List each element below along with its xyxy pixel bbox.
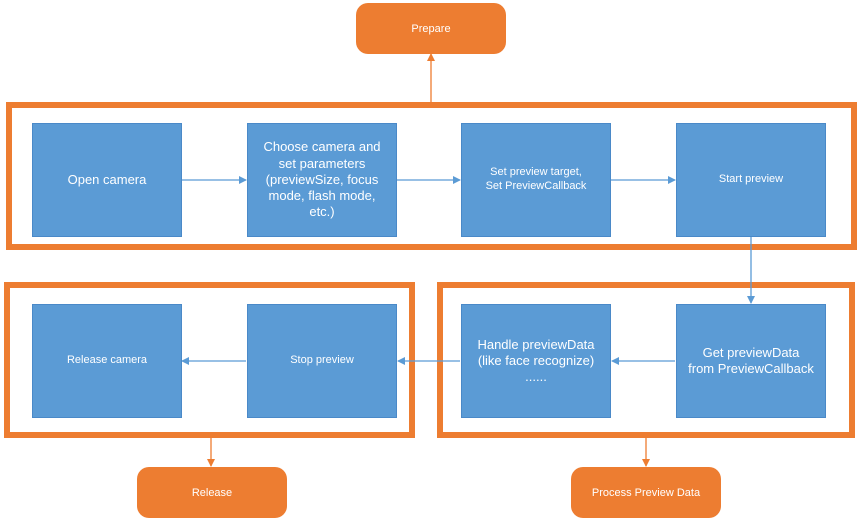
get-preview-data-step: Get previewData from PreviewCallback — [676, 304, 826, 418]
prepare-stage: Prepare — [356, 3, 506, 54]
prepare-group-frame — [6, 102, 857, 250]
process-preview-data-stage: Process Preview Data — [571, 467, 721, 518]
process-group-frame — [437, 282, 855, 438]
release-camera-step: Release camera — [32, 304, 182, 418]
set-preview-target-step: Set preview target, Set PreviewCallback — [461, 123, 611, 237]
handle-preview-data-step: Handle previewData (like face recognize)… — [461, 304, 611, 418]
start-preview-step: Start preview — [676, 123, 826, 237]
release-stage: Release — [137, 467, 287, 518]
release-group-frame — [4, 282, 415, 438]
open-camera-step: Open camera — [32, 123, 182, 237]
stop-preview-step: Stop preview — [247, 304, 397, 418]
choose-camera-step: Choose camera and set parameters (previe… — [247, 123, 397, 237]
